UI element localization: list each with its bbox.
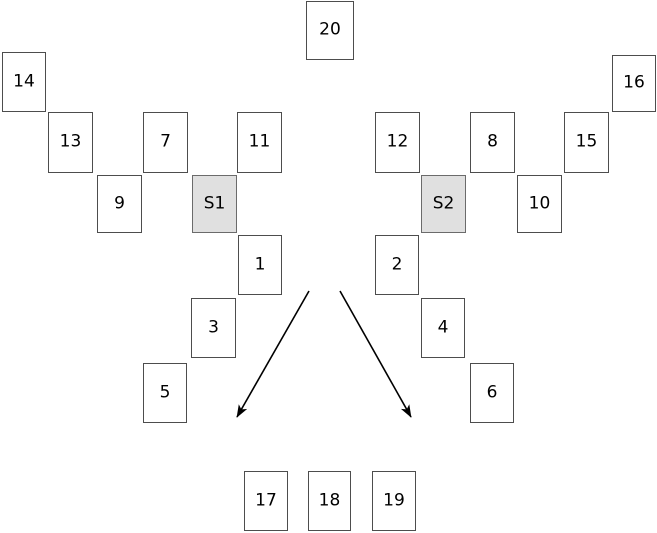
node-label: S1 [203,193,226,213]
node-label: 9 [114,193,125,213]
node-10[interactable]: 10 [517,175,562,233]
node-label: 5 [159,382,171,402]
node-label: 1 [254,254,266,274]
node-7[interactable]: 7 [143,112,188,173]
node-14[interactable]: 14 [2,52,46,112]
node-label: 4 [437,317,449,337]
node-label: 8 [487,131,498,152]
node-label: 17 [255,490,277,510]
node-13[interactable]: 13 [48,112,93,173]
node-label: 13 [59,131,82,152]
node-label: 12 [386,131,409,152]
node-9[interactable]: 9 [97,175,142,233]
arrow-right [339,290,412,418]
node-s1[interactable]: S1 [192,175,237,233]
node-label: 19 [383,490,405,510]
node-label: 20 [319,19,341,40]
node-label: 2 [391,254,403,274]
node-18[interactable]: 18 [308,471,351,531]
node-19[interactable]: 19 [372,471,416,531]
node-label: 7 [160,131,171,152]
node-3[interactable]: 3 [191,298,236,358]
node-15[interactable]: 15 [564,112,609,173]
node-label: 15 [575,131,598,152]
node-label: 10 [528,193,551,213]
node-17[interactable]: 17 [244,471,288,531]
node-2[interactable]: 2 [375,235,419,295]
node-label: 14 [13,71,35,91]
node-label: 3 [208,317,219,337]
node-label: 16 [623,72,645,93]
node-label: S2 [432,193,455,213]
node-20[interactable]: 20 [306,1,354,60]
node-12[interactable]: 12 [375,112,420,173]
node-s2[interactable]: S2 [421,175,466,233]
node-1[interactable]: 1 [238,235,282,295]
arrow-left [236,290,310,418]
node-5[interactable]: 5 [143,363,187,423]
node-16[interactable]: 16 [612,55,656,112]
node-label: 6 [486,382,498,402]
node-8[interactable]: 8 [470,112,515,173]
node-label: 11 [248,131,271,152]
node-4[interactable]: 4 [421,298,465,358]
node-label: 18 [318,490,341,510]
node-6[interactable]: 6 [470,363,514,423]
node-11[interactable]: 11 [237,112,282,173]
